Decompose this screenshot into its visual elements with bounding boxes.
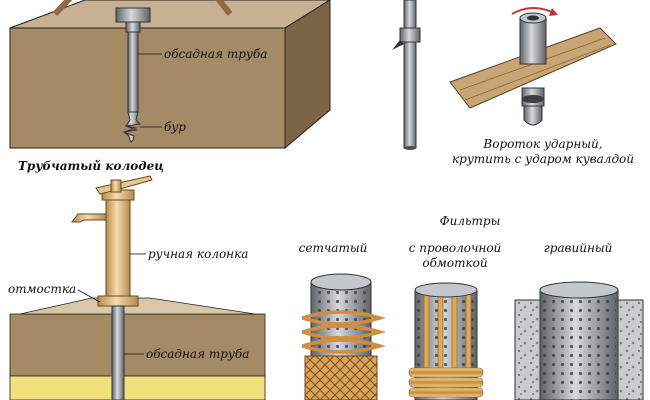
label-filter-wire-line2: обмоткой — [422, 256, 487, 270]
soil-front-face — [9, 27, 286, 149]
soil-layer — [9, 313, 266, 377]
rod-bottom — [404, 146, 416, 150]
soil-side-face — [284, 0, 331, 150]
gravel-pipe-holes — [542, 296, 616, 400]
drill-handle-left — [52, 0, 73, 17]
label-drill: бур — [164, 120, 186, 134]
drill-clamp — [115, 7, 151, 23]
filter-gravel-illustration — [514, 281, 644, 400]
label-hand-pump: ручная колонка — [148, 247, 248, 261]
wrench-sleeve-hole — [527, 15, 539, 21]
drill-collar — [125, 21, 141, 33]
drill-bit — [122, 111, 142, 143]
pump-base — [97, 295, 139, 307]
pump-lever — [95, 175, 153, 195]
mesh-pipe-top — [310, 273, 372, 291]
wrench-board — [449, 27, 617, 109]
wrench-shoe — [523, 105, 543, 126]
drilling-soil-block — [9, 0, 331, 150]
wire-rod-2 — [437, 287, 444, 369]
impact-wrench — [449, 7, 617, 126]
wire-rod-4 — [465, 287, 472, 369]
mesh-wrap — [304, 355, 378, 400]
rod-clamp — [399, 27, 421, 43]
label-casing-pipe-top: обсадная труба — [164, 47, 267, 61]
label-tube-well: Трубчатый колодец — [18, 159, 164, 173]
gravel-pipe-top — [539, 281, 619, 299]
label-filter-gravel: гравийный — [544, 241, 613, 255]
casing-pipe-upper — [127, 31, 139, 113]
sand-aquifer-layer — [9, 375, 266, 400]
pump-lever-pivot — [110, 179, 122, 193]
label-filter-wire-line1: с проволочной — [409, 241, 502, 255]
pump-spout — [71, 213, 107, 223]
label-casing-pipe-bottom: обсадная труба — [146, 347, 249, 361]
rotation-arrow-head-icon — [549, 8, 558, 16]
wire-coil-1 — [408, 367, 484, 378]
pump-column — [105, 195, 131, 301]
label-wrench-line1: Вороток ударный, — [482, 137, 602, 151]
label-blind-area: отмостка — [8, 282, 76, 296]
drill-handle-right — [215, 0, 233, 16]
mesh-wire-coil-2 — [301, 324, 386, 340]
label-filters-title: Фильтры — [440, 214, 501, 228]
rod-pipe — [403, 0, 417, 149]
mesh-wire-coil-1 — [301, 310, 386, 326]
hand-pump — [71, 175, 153, 400]
pointer-blind-area — [77, 289, 101, 303]
wire-coil-2 — [408, 377, 484, 388]
wire-coil-3 — [408, 387, 484, 398]
label-filter-mesh: сетчатый — [299, 241, 368, 255]
wire-rod-3 — [451, 287, 458, 369]
wire-rod-1 — [423, 287, 430, 369]
wrench-lower-top — [522, 95, 544, 103]
drill-assembly — [52, 0, 233, 143]
mesh-wire-coil-3 — [301, 338, 386, 354]
wire-pipe-top — [414, 282, 478, 298]
wrench-grain-2 — [464, 44, 611, 101]
rod-clamp-wing — [392, 40, 404, 50]
driving-rod — [392, 0, 421, 150]
label-wrench-line2: крутить с ударом кувалдой — [452, 152, 634, 166]
wrench-sleeve — [519, 17, 547, 65]
filter-mesh-illustration — [301, 273, 386, 400]
casing-pipe-lower — [111, 305, 125, 400]
mesh-pipe-holes — [313, 284, 369, 354]
filter-wire-illustration — [408, 282, 484, 400]
